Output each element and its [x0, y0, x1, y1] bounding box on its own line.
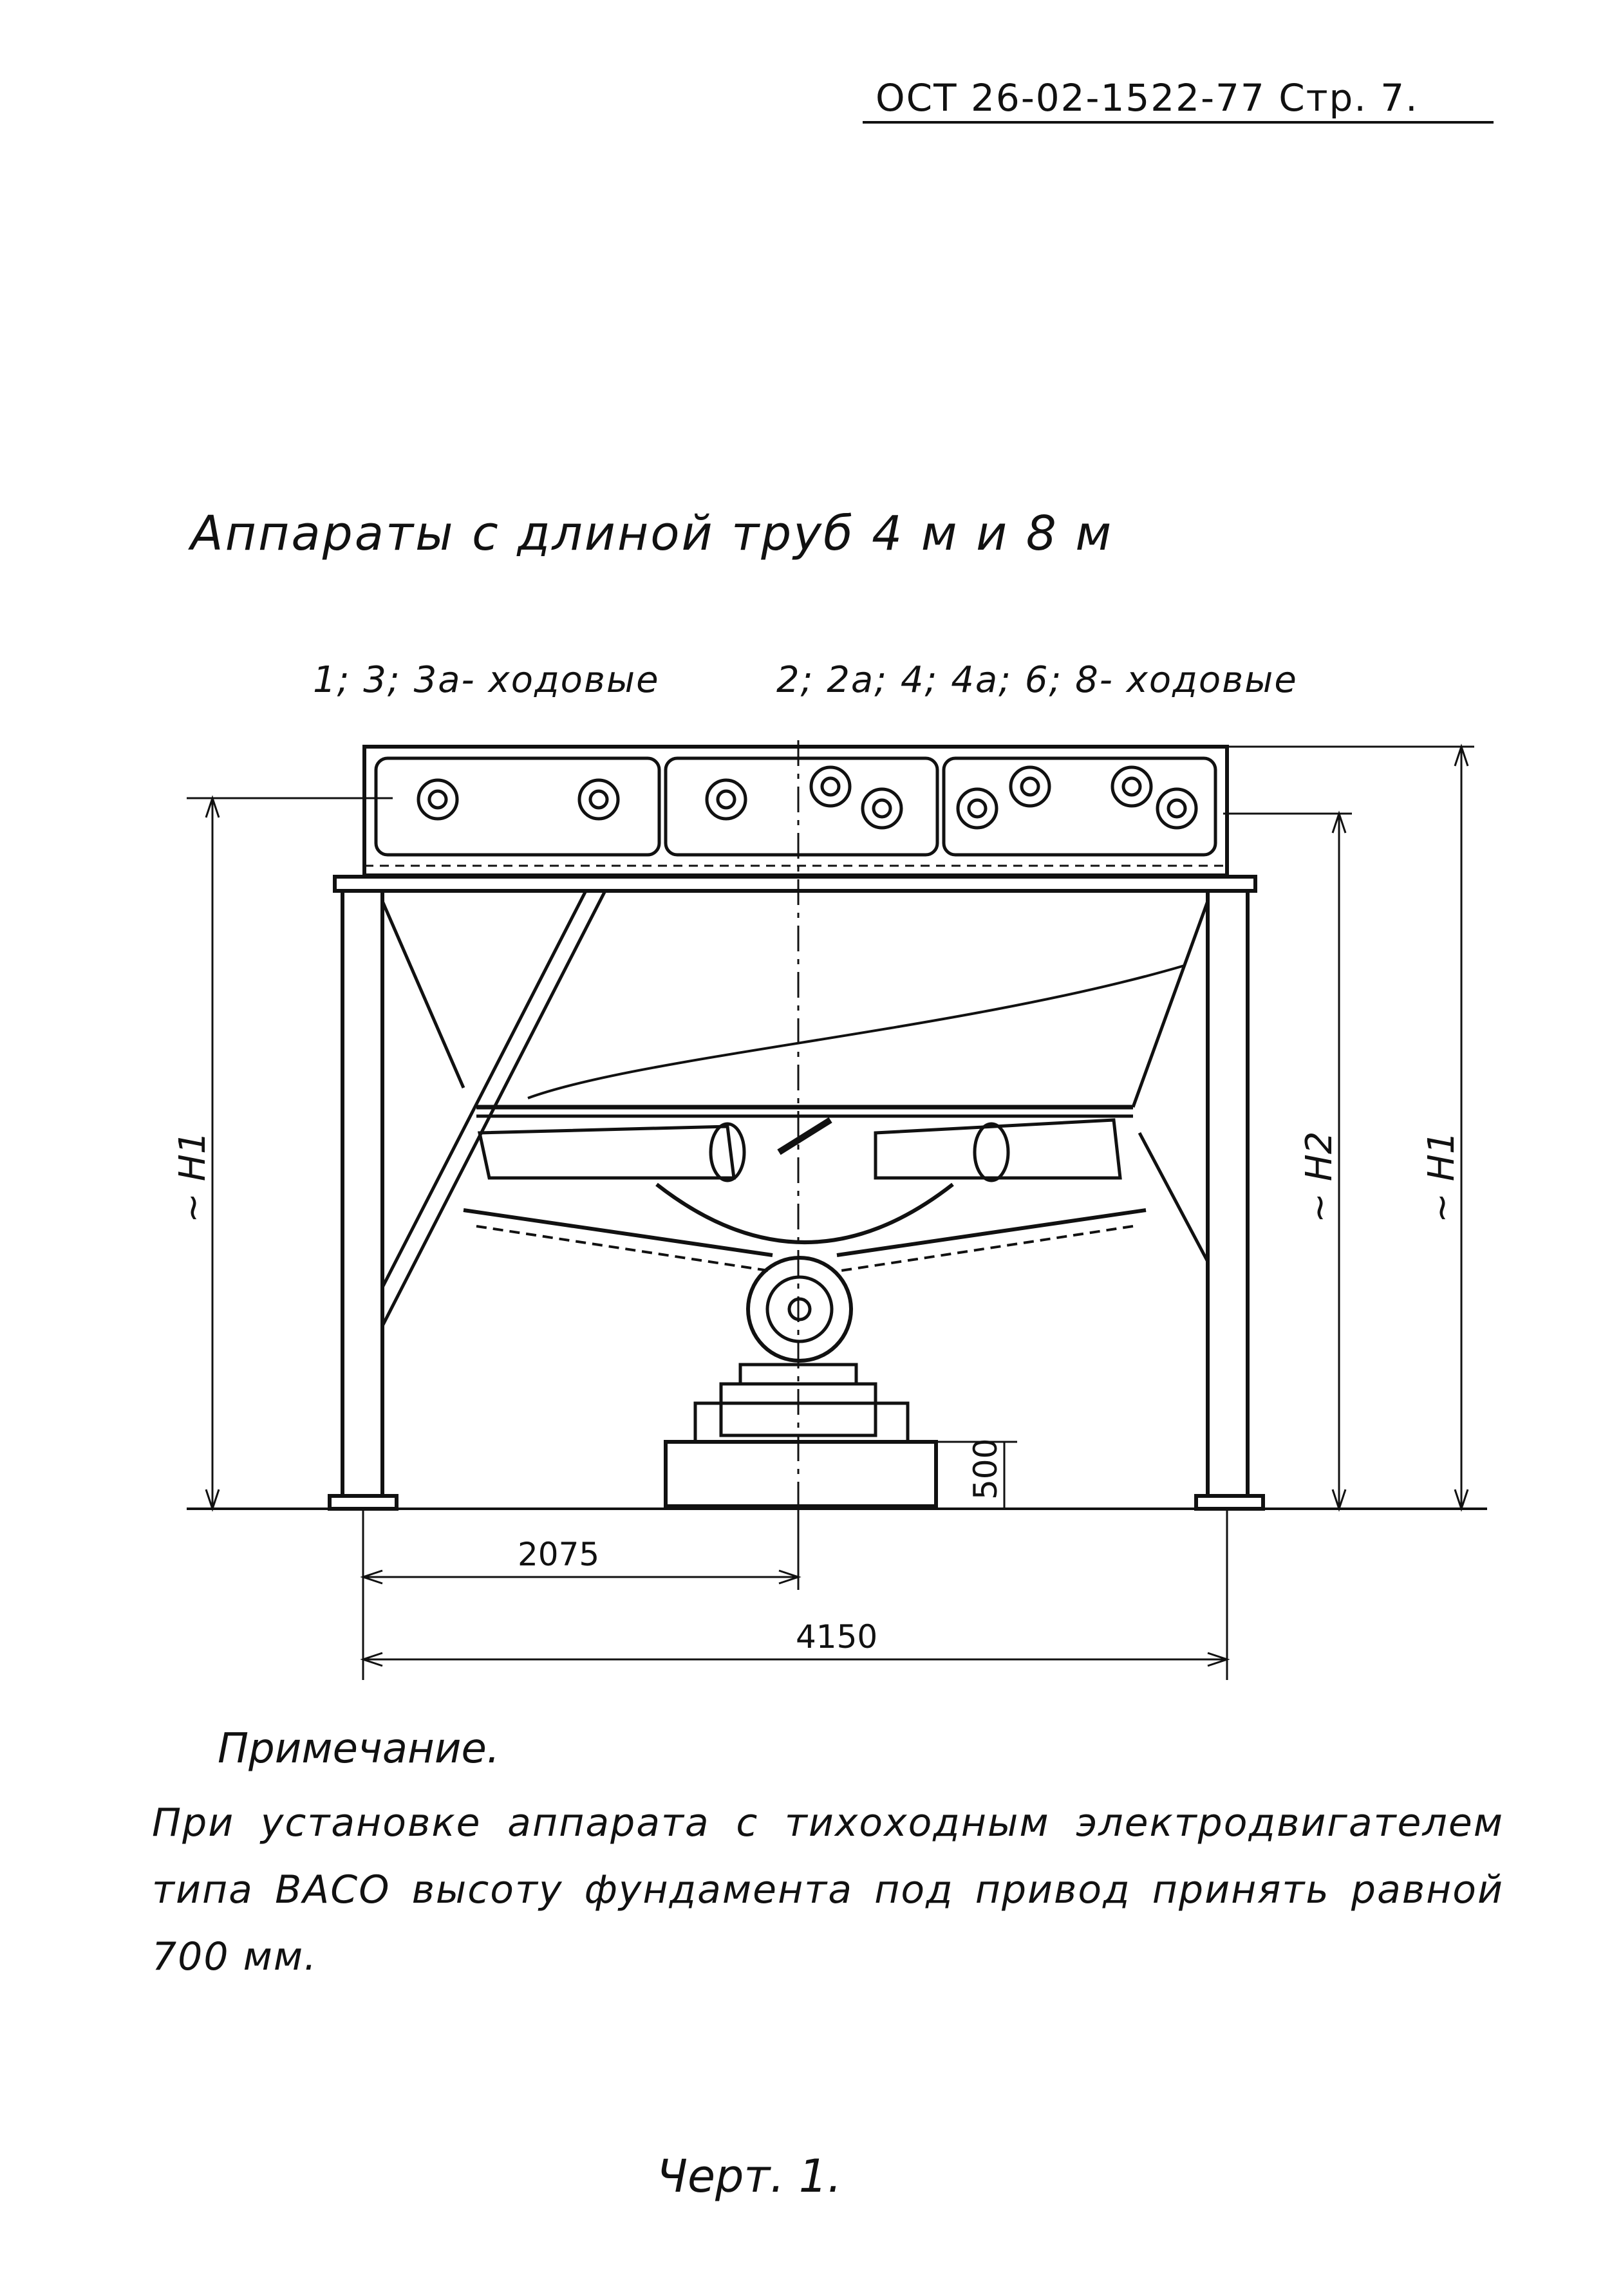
pass-label-right: 2; 2а; 4; 4а; 6; 8- ходовые — [776, 659, 1298, 701]
nozzle-circles — [417, 765, 1198, 830]
dim-half-width-label: 2075 — [518, 1536, 599, 1573]
note-body: При установке аппарата с тихоходным элек… — [152, 1800, 1504, 1979]
dim-h2-label: ~ H2 — [1298, 1132, 1340, 1223]
dim-h1-left-label: ~ H1 — [172, 1132, 214, 1223]
airflow-cone — [527, 964, 1185, 1099]
document-reference: ОСТ 26-02-1522-77 Стр. 7. — [876, 76, 1419, 120]
left-column — [341, 889, 384, 1498]
figure-label: Черт. 1. — [657, 2150, 842, 2203]
fan-hub — [655, 1182, 954, 1244]
foundation — [664, 1440, 938, 1508]
right-column — [1206, 889, 1250, 1498]
dim-full-width-label: 4150 — [796, 1618, 877, 1656]
dim-foundation-label: 500 — [967, 1439, 1004, 1500]
drawing-title: Аппараты с длиной труб 4 м и 8 м — [191, 506, 1114, 561]
dim-h1-right-label: ~ H1 — [1421, 1132, 1463, 1223]
fan-blade-right — [874, 1118, 1122, 1180]
motor — [746, 1256, 853, 1363]
document-header: ОСТ 26-02-1522-77 Стр. 7. — [863, 72, 1494, 130]
top-frame-beam — [333, 875, 1257, 893]
pass-label-left: 1; 3; 3а- ходовые — [313, 659, 660, 701]
header-underline — [863, 121, 1494, 124]
note-title: Примечание. — [218, 1725, 500, 1773]
tube-header-boxes — [362, 745, 1229, 877]
fan-blade-left — [477, 1125, 736, 1180]
